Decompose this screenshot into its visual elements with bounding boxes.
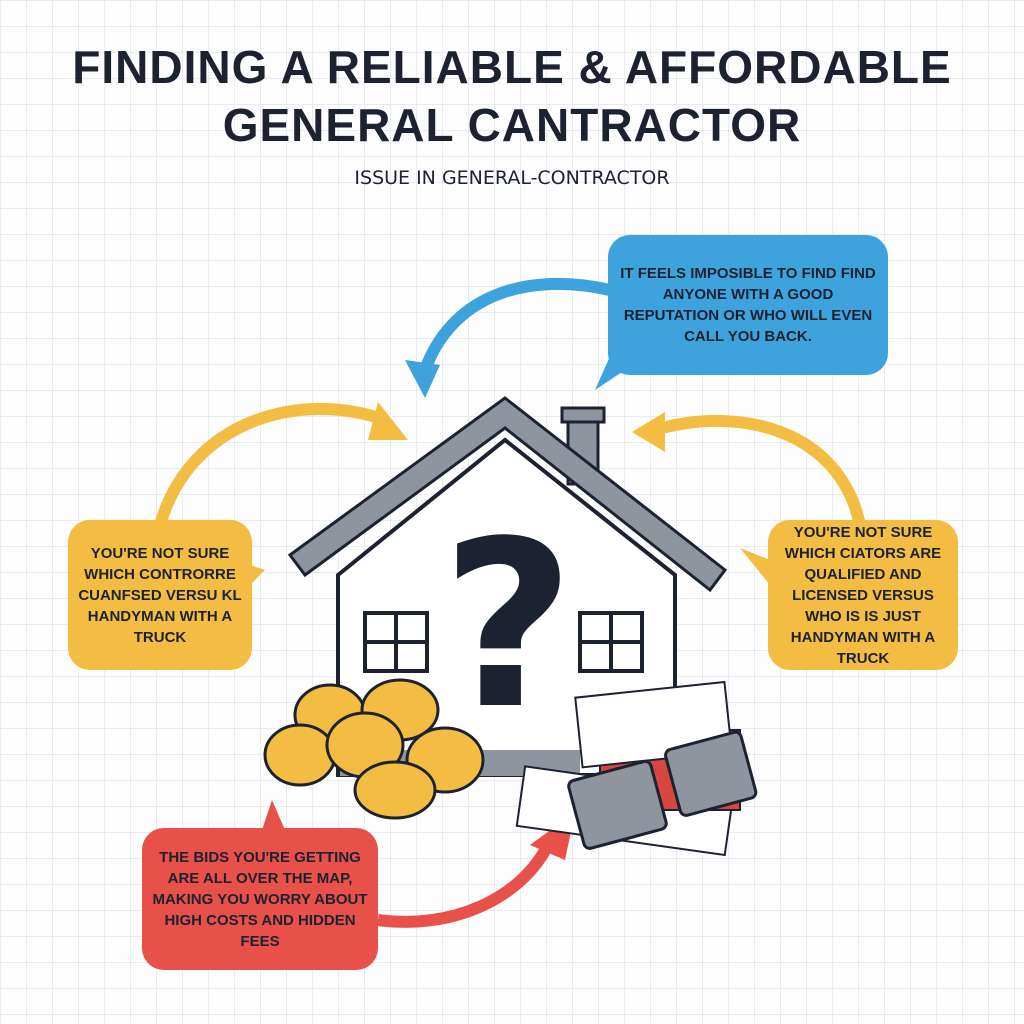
question-mark: ? [441,493,574,760]
blue-arrow [419,277,612,373]
speech-bubble-reputation: IT FEELS IMPOSIBLE TO FIND FIND ANYONE W… [608,235,888,375]
red-arrow [377,842,554,928]
right-window-icon [578,611,644,673]
title-line-1: FINDING A RELIABLE & AFFORDABLE [72,41,952,93]
left-yellow-arrow [154,403,387,527]
speech-bubble-contractor-left: YOU'RE NOT SURE WHICH CONTRORRE CUANFSED… [68,520,252,670]
speech-bubble-bids: THE BIDS YOU'RE GETTING ARE ALL OVER THE… [142,828,378,970]
right-yellow-arrow [653,414,866,527]
blue-arrowhead [405,360,440,398]
left-yellow-arrowhead [368,402,408,440]
right-yellow-arrowhead [632,412,665,452]
bills-and-calculators-icon [515,680,758,857]
subtitle: ISSUE IN GENERAL-CONTRACTOR [354,167,670,189]
speech-bubble-qualified: YOU'RE NOT SURE WHICH CIATORS ARE QUALIF… [768,520,958,670]
hard-hats-icon [263,678,485,820]
left-window-icon [363,611,429,673]
page-title: FINDING A RELIABLE & AFFORDABLE GENERAL … [0,38,1024,154]
title-line-2: GENERAL CANTRACTOR [222,99,802,151]
